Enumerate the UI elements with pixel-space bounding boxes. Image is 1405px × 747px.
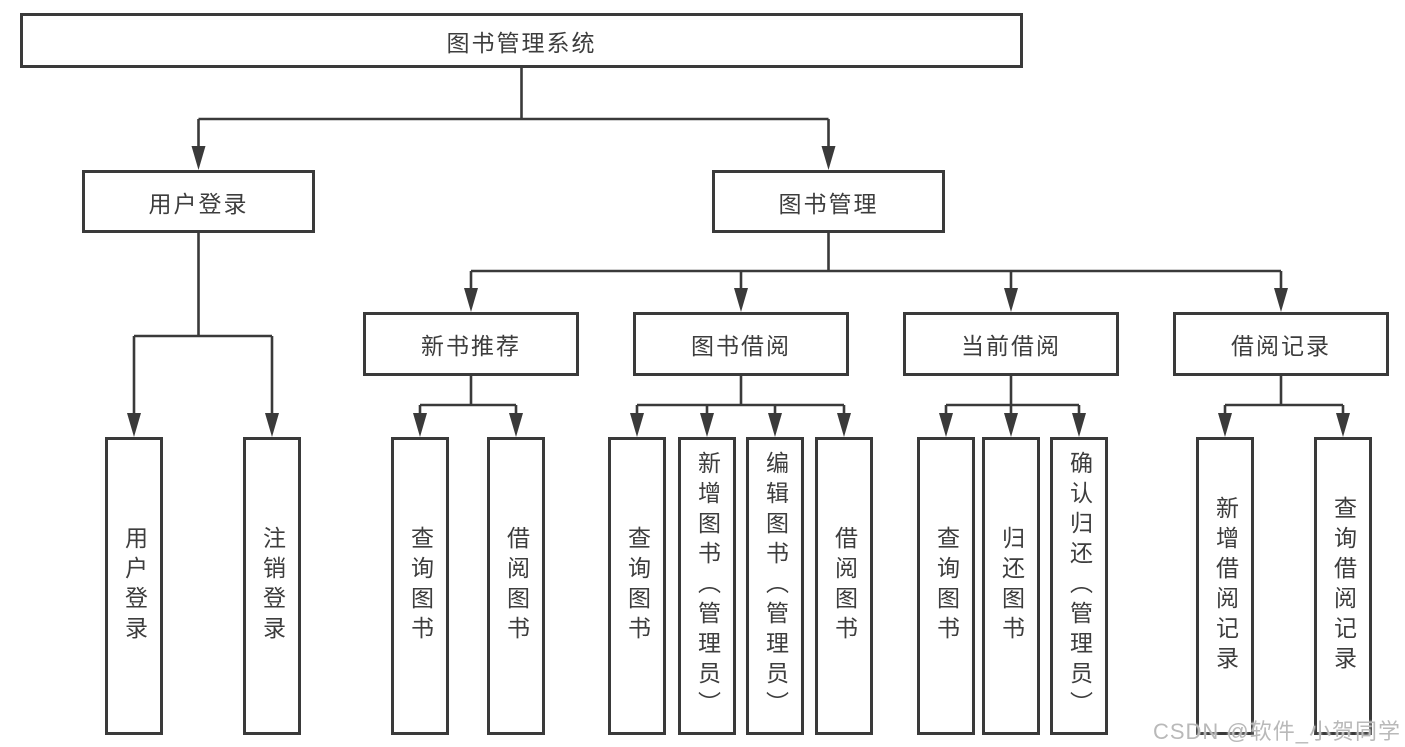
arrowheads	[127, 146, 1350, 437]
leaf-query-books-borrowing: 查询图书	[608, 437, 666, 735]
node-book-management: 图书管理	[712, 170, 945, 233]
node-root-library-management-system: 图书管理系统	[20, 13, 1023, 68]
node-new-book-recommendation: 新书推荐	[363, 312, 579, 376]
leaf-query-books-recommend: 查询图书	[391, 437, 449, 735]
node-user-login: 用户登录	[82, 170, 315, 233]
node-borrowing-records: 借阅记录	[1173, 312, 1389, 376]
leaf-borrow-books: 借阅图书	[815, 437, 873, 735]
node-current-borrowing: 当前借阅	[903, 312, 1119, 376]
leaf-user-login: 用户登录	[105, 437, 163, 735]
leaf-confirm-return-admin: 确认归还（管理员）	[1050, 437, 1108, 735]
leaf-add-borrow-record: 新增借阅记录	[1196, 437, 1254, 735]
leaf-logout: 注销登录	[243, 437, 301, 735]
node-book-borrowing: 图书借阅	[633, 312, 849, 376]
leaf-edit-books-admin: 编辑图书（管理员）	[746, 437, 804, 735]
leaf-query-borrow-record: 查询借阅记录	[1314, 437, 1372, 735]
leaf-query-books-current: 查询图书	[917, 437, 975, 735]
leaf-add-books-admin: 新增图书（管理员）	[678, 437, 736, 735]
leaf-borrow-books-recommend: 借阅图书	[487, 437, 545, 735]
leaf-return-books: 归还图书	[982, 437, 1040, 735]
